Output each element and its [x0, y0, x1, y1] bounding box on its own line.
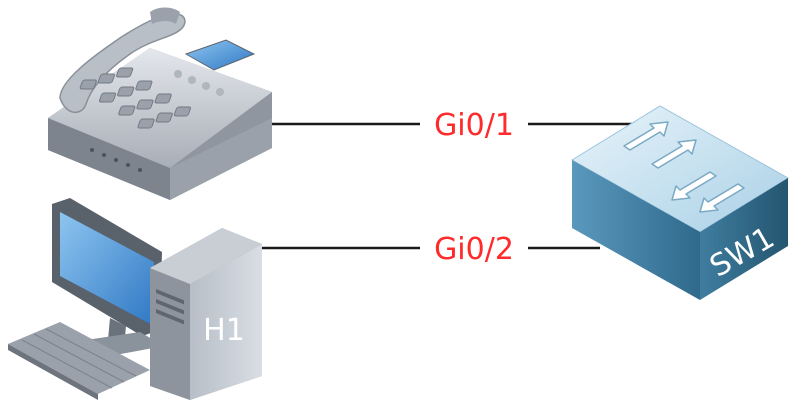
ip-phone-icon[interactable] — [48, 7, 272, 201]
port-label-gi0-1: Gi0/1 — [434, 108, 514, 143]
port-label-gi0-2: Gi0/2 — [434, 232, 514, 267]
switch-icon[interactable]: SW1 — [571, 105, 789, 300]
host-label: H1 — [203, 313, 245, 348]
workstation-icon[interactable]: H1 — [8, 198, 262, 400]
